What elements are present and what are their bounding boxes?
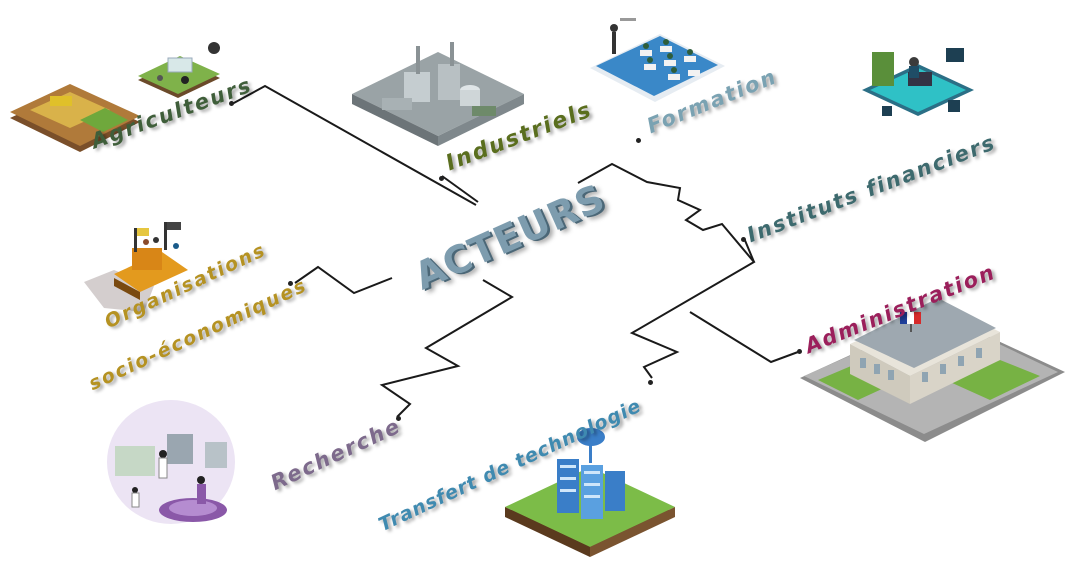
protest-bulldozer-icon [84, 222, 188, 312]
connector-dot [797, 349, 802, 354]
farm-isometric-icon [10, 42, 220, 152]
government-building-icon [800, 298, 1065, 442]
connector-dot [648, 380, 653, 385]
connector-industriels [441, 175, 479, 203]
connector-dot [396, 416, 401, 421]
connector-dot [288, 281, 293, 286]
connector-dot [229, 101, 234, 106]
connector-agriculteurs [231, 84, 477, 206]
factory-isometric-icon [352, 42, 524, 146]
connector-dot [741, 237, 746, 242]
connector-instituts [743, 237, 755, 263]
classroom-isometric-icon [590, 18, 725, 102]
laboratory-icon [107, 400, 235, 524]
connector-formation [577, 162, 756, 379]
office-desk-isometric-icon [862, 48, 974, 116]
connector-administration [689, 311, 799, 364]
connector-recherche [379, 279, 514, 418]
server-cloud-icon [505, 428, 675, 557]
connector-organisations [294, 265, 393, 295]
connector-dot [439, 176, 444, 181]
connector-dot [636, 138, 641, 143]
